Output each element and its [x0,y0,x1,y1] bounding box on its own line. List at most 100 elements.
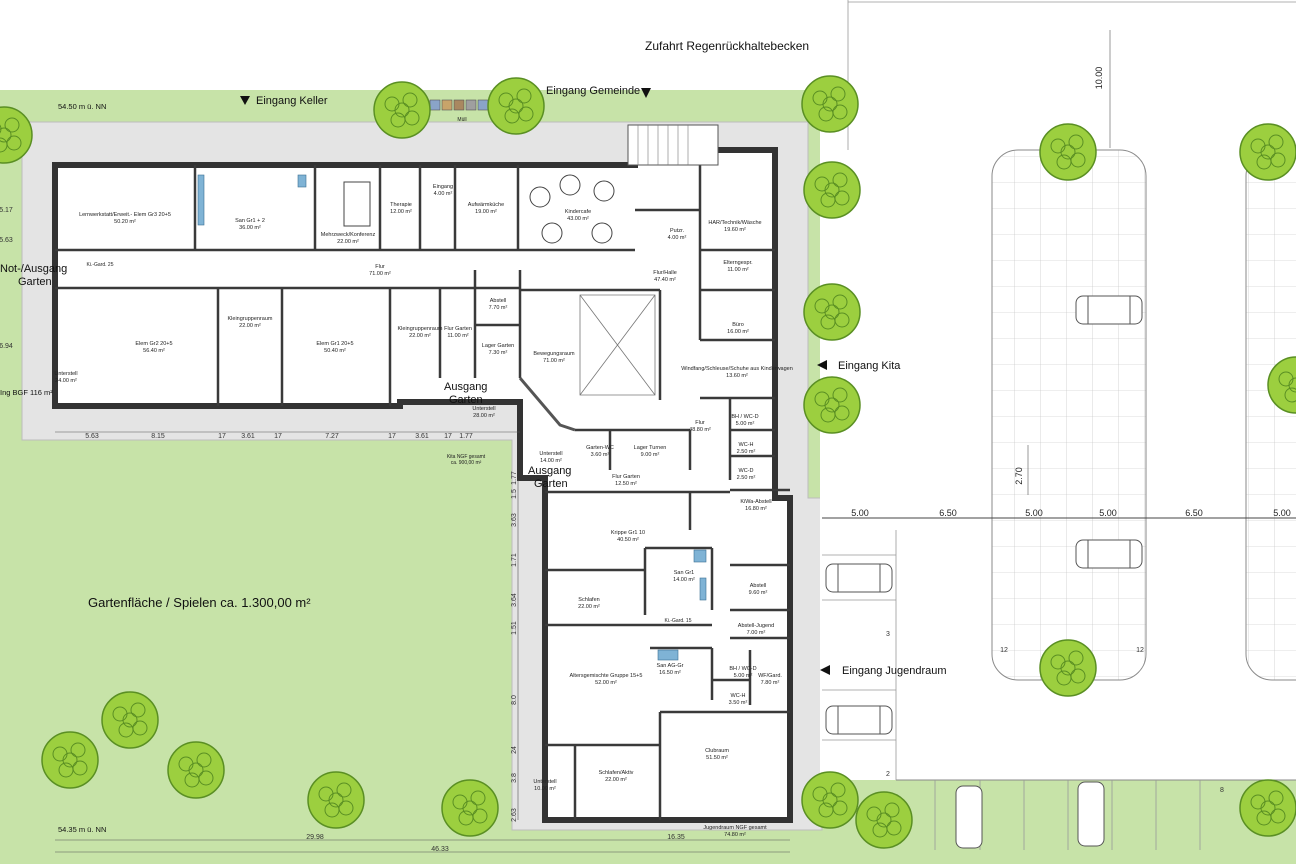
room-name: BH / WC-D [729,666,756,672]
room-name: Elem Gr1 20+5 [316,341,353,347]
eingang-jugendraum-label: Eingang Jugendraum [842,665,947,677]
dimension-label: 17 [444,433,452,440]
room-area: 24.00 m² [55,378,77,384]
dimension-label: 5.00 [851,508,869,518]
dimension-label: 3.64 [511,593,518,607]
dimension-label: 10.00 [1094,67,1104,90]
dimension-label: 6.94 [0,343,13,350]
room-name: Unterstell [539,451,562,457]
car [1077,781,1105,847]
room-name: Kindercafe [565,209,591,215]
room-name: Unterstell [472,406,495,412]
room-name: Aufwärmküche [468,202,504,208]
kita-ngf-value: ca. 900,00 m² [451,460,482,466]
dimension-label: 5.00 [1273,508,1291,518]
room-area: 50.20 m² [114,219,136,225]
room-name: Bewegungsraum [533,351,575,357]
room-area: 50.40 m² [324,348,346,354]
room-name: HAR/Technik/Wäsche [708,220,761,226]
room-area: 22.00 m² [337,239,359,245]
dimension-label: 5.63 [0,237,13,244]
room-name: Windfang/Schleuse/Schuhe aus Kinderwagen [681,366,793,372]
parking-number: 8 [1220,787,1224,794]
room-name: Schlafen [578,597,599,603]
gartenflaeche-label: Gartenfläche / Spielen ca. 1.300,00 m² [88,595,311,610]
tree-icon [1039,639,1097,697]
dimension-label: 5.17 [0,207,13,214]
room-name: San Gr1 [674,570,694,576]
conference-table [343,181,371,227]
parking-number: 3 [886,631,890,638]
room-area: 36.00 m² [239,225,261,231]
dimension-label: 3.61 [241,433,255,440]
room-area: 47.40 m² [654,277,676,283]
dimension-label: 2.70 [1014,467,1024,485]
nn-top-label: 54.50 m ü. NN [58,102,106,111]
room-area: 12.00 m² [390,209,412,215]
bewegungsraum-glazing [518,377,576,432]
room-name: Lager Garten [482,343,514,349]
room-name: WC-H [731,693,746,699]
dimension-label: 5.00 [1025,508,1043,518]
room-area: 2.50 m² [737,475,756,481]
room-name: Lernwerkstatt/Erweit.- Elem Gr3 20+5 [79,212,171,218]
room-area: 3.50 m² [729,700,748,706]
parking-number: 12 [1136,647,1144,654]
room-area: 11.00 m² [727,267,748,273]
sanitary-fixtures [197,174,707,661]
dimension-label: 29.98 [306,834,324,841]
room-area: 2.50 m² [737,449,756,455]
room-area: 13.60 m² [726,373,748,379]
room-name: Elem Gr2 20+5 [135,341,172,347]
room-name: Putzr. [670,228,685,234]
dimension-label: 8.15 [151,433,165,440]
room-area: 5.00 m² [734,673,753,679]
trees [0,75,1296,849]
room-name: Flur [375,264,385,270]
car [825,563,893,593]
dimension-label: 5.63 [85,433,99,440]
room-area: 14.00 m² [540,458,562,464]
room-name: San AG-Gr [657,663,684,669]
room-name: Schlafen/Aktiv [599,770,634,776]
tree-icon [1267,356,1296,414]
room-name: Flur Garten [612,474,640,480]
room-name: Kleingruppenraum [398,326,443,332]
dimension-label: 6.50 [1185,508,1203,518]
room-name: WC-D [739,468,754,474]
tree-icon [307,771,365,829]
dimension-label: 2.63 [511,808,518,822]
eingang-kita-label: Eingang Kita [838,360,901,372]
jugend-ngf-label: Jugendraum NGF gesamt [703,825,767,831]
room-area: 10.00 m² [534,786,556,792]
tree-icon [0,106,33,164]
ausgang-garten-a: Ausgang [444,381,487,393]
room-area: 7.30 m² [489,350,508,356]
tree-icon [101,691,159,749]
room-area: 71.00 m² [543,358,565,364]
room-area: 22.00 m² [239,323,261,329]
room-name: Lager Turnen [634,445,667,451]
dimension-label: 46.33 [431,846,449,853]
entrance-markers [240,88,830,675]
waste-bins [429,99,489,111]
room-area: 4.00 m² [668,235,687,241]
kita-ngf-label: Kita NGF gesamt [447,454,486,460]
room-name: Therapie [390,202,412,208]
parking-number: 12 [1000,647,1008,654]
tree-icon [441,779,499,837]
room-area: 12.50 m² [615,481,637,487]
room-area: 40.50 m² [617,537,639,543]
room-name: WC-H [739,442,754,448]
cars [825,295,1143,849]
dimension-label: 17 [218,433,226,440]
room-name: Büro [732,322,744,328]
stair-treads [637,125,689,165]
room-area: 9.60 m² [749,590,768,596]
interior-walls [55,165,790,820]
eingang-gemeinde-label: Eingang Gemeinde [546,85,640,97]
dimension-label: 7.27 [325,433,339,440]
jugend-ngf-value: 74.80 m² [724,832,746,838]
eingang-keller-label: Eingang Keller [256,95,328,107]
room-area: 22.00 m² [605,777,627,783]
